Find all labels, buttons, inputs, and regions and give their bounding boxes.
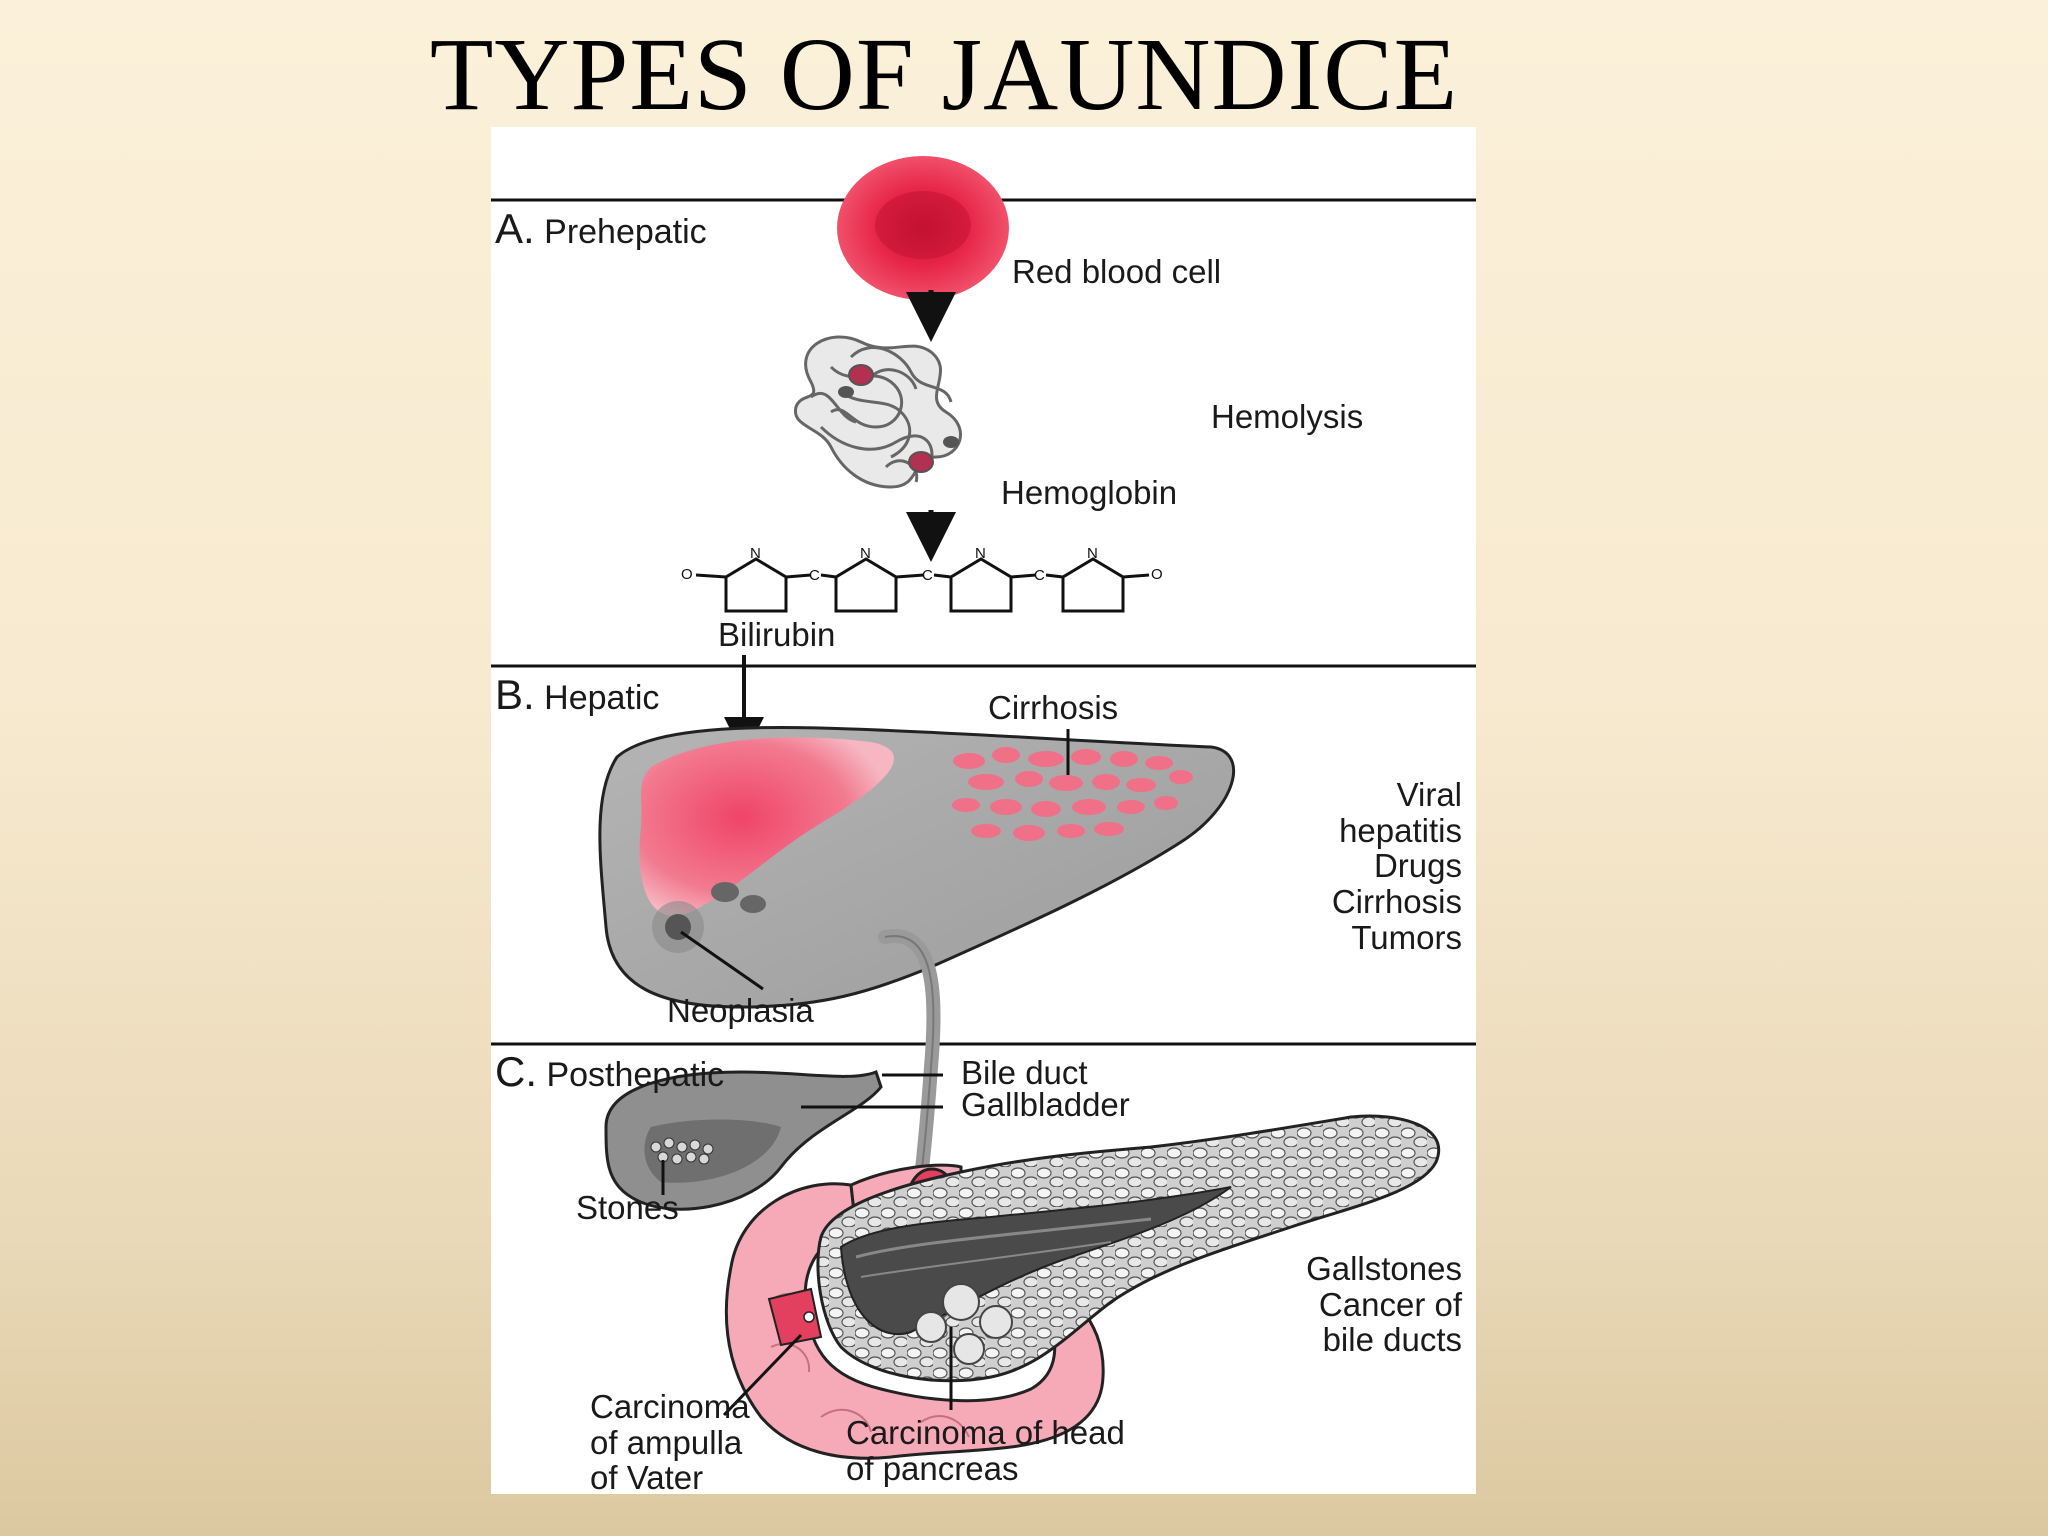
hemoglobin-molecule <box>794 335 962 489</box>
hepatic-cause-4: Cirrhosis <box>1331 882 1462 920</box>
section-a-letter: A. <box>495 205 535 252</box>
carcinoma-pancreas-line-2: of pancreas <box>846 1449 1019 1487</box>
jaundice-diagram <box>491 156 1476 1460</box>
diagram-panel: O N C N C N C N O A. Prehepatic B. Hepat… <box>491 127 1476 1496</box>
label-neoplasia: Neoplasia <box>667 992 814 1029</box>
section-b-heading: B. Hepatic <box>495 672 659 717</box>
label-stones: Stones <box>576 1189 679 1226</box>
label-bile-duct: Bile duct <box>961 1054 1088 1091</box>
section-a-name: Prehepatic <box>544 213 707 251</box>
liver <box>598 725 1236 1009</box>
atom-n-2: N <box>860 545 871 562</box>
posthepatic-cause-2: Cancer of <box>1318 1285 1462 1323</box>
label-hemoglobin: Hemoglobin <box>1001 474 1178 511</box>
slide-title: TYPES OF JAUNDICE <box>429 17 1459 132</box>
atom-c-3: C <box>1034 567 1045 584</box>
atom-o-right: O <box>1151 566 1163 583</box>
hepatic-cause-1: Viral <box>1396 776 1462 813</box>
carcinoma-ampulla-line-1: Carcinoma <box>590 1388 750 1425</box>
label-red-blood-cell: Red blood cell <box>1012 253 1222 290</box>
label-carcinoma-ampulla: Carcinoma of ampulla of Vater <box>590 1389 750 1496</box>
atom-n-3: N <box>975 545 986 562</box>
section-c-name: Posthepatic <box>546 1056 725 1094</box>
section-a-heading: A. Prehepatic <box>495 206 707 251</box>
hepatic-cause-2: hepatitis <box>1339 811 1462 849</box>
label-carcinoma-pancreas: Carcinoma of head of pancreas <box>846 1415 1125 1486</box>
posthepatic-cause-3: bile ducts <box>1322 1321 1462 1359</box>
atom-c-2: C <box>922 567 933 584</box>
liver-lesion-hepatitis <box>639 737 894 916</box>
label-cirrhosis-top: Cirrhosis <box>988 689 1119 726</box>
ampulla-pointer <box>722 1333 803 1417</box>
atom-o-left: O <box>681 566 693 583</box>
atom-n-1: N <box>750 545 761 562</box>
label-bilirubin: Bilirubin <box>718 616 836 653</box>
red-blood-cell <box>837 156 1009 300</box>
cirrhosis-nodules <box>952 747 1193 841</box>
posthepatic-cause-1: Gallstones <box>1306 1250 1462 1287</box>
label-gallbladder: Gallbladder <box>961 1086 1130 1123</box>
hepatic-cause-5: Tumors <box>1351 918 1462 956</box>
ampulla-of-vater <box>767 1287 823 1347</box>
label-hemolysis: Hemolysis <box>1211 398 1364 435</box>
carcinoma-ampulla-line-3: of Vater <box>590 1459 704 1497</box>
section-c-heading: C. Posthepatic <box>495 1049 724 1094</box>
carcinoma-pancreas-line-1: Carcinoma of head <box>846 1414 1125 1451</box>
posthepatic-causes-list: Gallstones Cancer of bile ducts <box>1306 1251 1462 1358</box>
section-b-name: Hepatic <box>544 679 660 717</box>
section-b-letter: B. <box>495 671 535 718</box>
pancreatic-duct-region <box>839 1186 1232 1336</box>
atom-c-1: C <box>809 567 820 584</box>
pancreas <box>816 1114 1440 1383</box>
carcinoma-ampulla-line-2: of ampulla <box>590 1423 743 1461</box>
atom-n-4: N <box>1087 545 1098 562</box>
section-c-letter: C. <box>495 1048 537 1095</box>
neoplasia-pointer <box>680 930 764 991</box>
hepatic-causes-list: Viral hepatitis Drugs Cirrhosis Tumors <box>1332 777 1462 955</box>
hepatic-cause-3: Drugs <box>1373 847 1462 885</box>
bilirubin-structure <box>695 557 1150 613</box>
